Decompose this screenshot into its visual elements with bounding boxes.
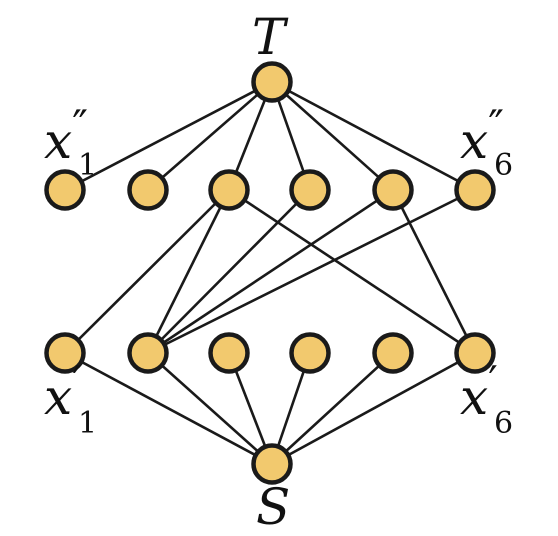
node-u1 bbox=[44, 169, 86, 211]
label-x1-prime-mark: ′ bbox=[72, 357, 82, 406]
edge-u3-l1 bbox=[64, 189, 230, 354]
label-x6-double-prime-sub: 6 bbox=[494, 148, 513, 183]
edge-u6-l2 bbox=[147, 188, 476, 355]
node-u5 bbox=[372, 169, 414, 211]
edge-T-u2 bbox=[147, 81, 273, 191]
label-x6-prime: x′ bbox=[460, 357, 498, 426]
node-u6 bbox=[454, 169, 496, 211]
label-x1-prime: x′ bbox=[44, 357, 82, 426]
edge-u5-l6 bbox=[391, 189, 477, 354]
label-x6-prime-mark: ′ bbox=[488, 357, 498, 406]
edge-u5-l2 bbox=[147, 188, 394, 355]
node-l4 bbox=[289, 332, 331, 374]
edge-S-l2 bbox=[147, 352, 273, 465]
label-T: T bbox=[252, 8, 289, 66]
node-l1 bbox=[44, 332, 86, 374]
edge-u3-l6 bbox=[228, 188, 476, 355]
edge-S-l5 bbox=[271, 352, 394, 465]
edge-u3-l2 bbox=[146, 189, 231, 354]
label-x1-double-prime-sub: 1 bbox=[78, 148, 97, 183]
label-x6-double-prime-mark: ″ bbox=[488, 101, 504, 150]
label-x1-double-prime-mark: ″ bbox=[72, 101, 88, 150]
label-x1-prime-base: x bbox=[44, 368, 72, 426]
label-x1-double-prime-base: x bbox=[44, 112, 72, 170]
node-u3 bbox=[208, 169, 250, 211]
edge-S-l6 bbox=[271, 351, 476, 466]
node-l5 bbox=[372, 332, 414, 374]
node-u2 bbox=[127, 169, 169, 211]
edge-T-u1 bbox=[64, 80, 273, 192]
label-x1-double-prime: x″ bbox=[44, 101, 88, 170]
edge-S-l1 bbox=[64, 351, 273, 466]
label-x6-double-prime-base: x bbox=[460, 112, 488, 170]
label-S: S bbox=[256, 478, 290, 536]
label-x6-prime-sub: 6 bbox=[494, 406, 513, 441]
nodes-layer bbox=[44, 61, 496, 485]
node-T bbox=[251, 61, 293, 103]
label-x1-prime-sub: 1 bbox=[78, 406, 97, 441]
node-l3 bbox=[208, 332, 250, 374]
edge-T-u6 bbox=[271, 80, 476, 192]
node-l2 bbox=[127, 332, 169, 374]
node-l6 bbox=[454, 332, 496, 374]
label-x6-double-prime: x″ bbox=[460, 101, 504, 170]
node-u4 bbox=[289, 169, 331, 211]
label-x6-prime-base: x bbox=[460, 368, 488, 426]
edges-layer bbox=[64, 80, 477, 466]
node-S bbox=[251, 443, 293, 485]
edge-T-u5 bbox=[271, 81, 394, 191]
edge-u4-l2 bbox=[147, 189, 311, 354]
